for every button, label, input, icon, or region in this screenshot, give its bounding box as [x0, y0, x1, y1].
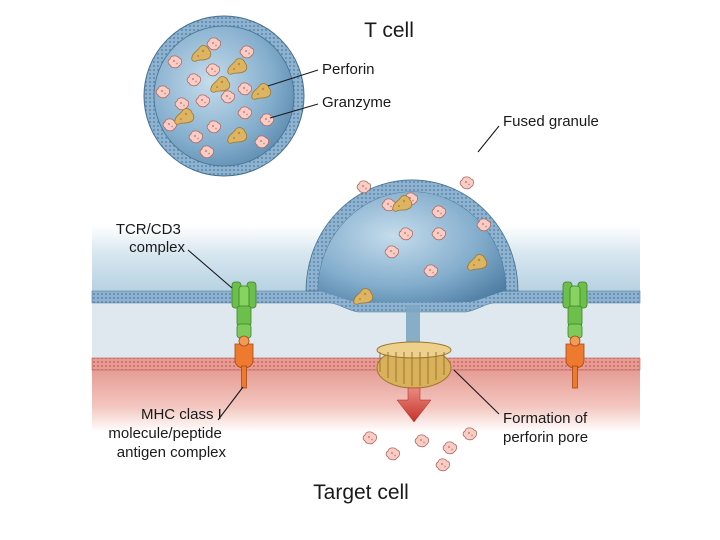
granzyme-leader — [269, 103, 319, 119]
mhc-label: MHC class I molecule/peptide antigen com… — [108, 406, 226, 461]
pore-channel — [406, 305, 420, 347]
perforin-leader — [267, 69, 319, 87]
perforin-label: Perforin — [322, 61, 375, 78]
target-cell-cytoplasm — [92, 368, 640, 432]
perforin-pore — [376, 341, 452, 389]
granzyme-entry-arrow — [396, 387, 432, 423]
fused-granule-leader — [477, 125, 500, 153]
pore-leader — [453, 369, 500, 415]
fused-granule-label: Fused granule — [503, 113, 599, 130]
fused-granule — [305, 179, 519, 302]
pore-label: Formation of perforin pore — [503, 410, 591, 446]
target-cell-membrane — [91, 357, 641, 371]
t-cell-title: T cell — [364, 19, 414, 42]
mhc-leader — [217, 386, 244, 421]
tcr-cd3-label: TCR/CD3 complex — [116, 221, 186, 256]
granzyme-label: Granzyme — [322, 94, 391, 111]
tcr-cd3-leader — [187, 249, 233, 289]
target-cell-title: Target cell — [313, 481, 409, 504]
target-granzymes — [362, 427, 478, 472]
